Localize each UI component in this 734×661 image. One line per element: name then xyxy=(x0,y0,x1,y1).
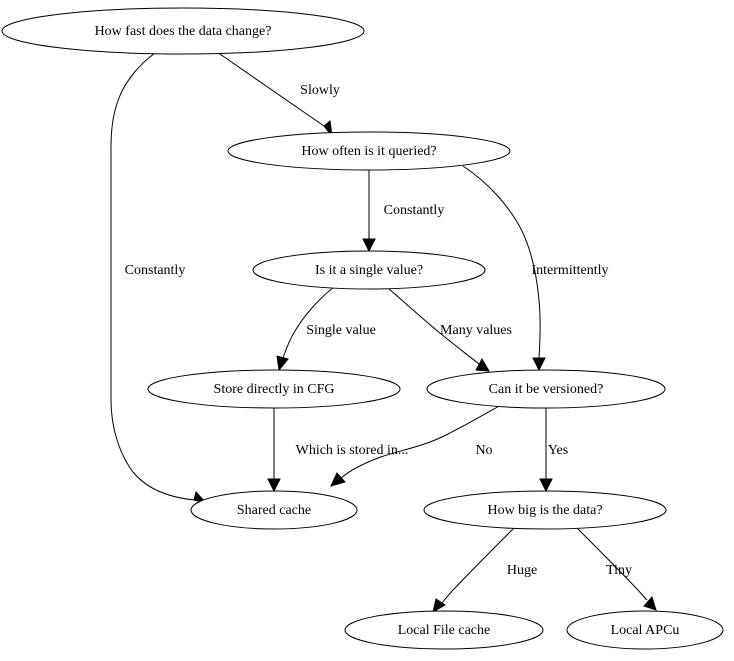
edge-e_many_values xyxy=(387,287,490,372)
edge-e_constantly_mid xyxy=(362,170,376,253)
node-single_value[interactable]: Is it a single value? xyxy=(252,250,486,290)
edge-line xyxy=(441,527,515,604)
edge-line xyxy=(387,287,480,365)
edge-line xyxy=(282,286,335,359)
edge-e_huge xyxy=(432,527,515,614)
nodes-layer: How fast does the data change? How often … xyxy=(1,7,724,650)
arrowhead-icon xyxy=(539,478,553,493)
node-label: Can it be versioned? xyxy=(489,382,604,397)
edge-label: Slowly xyxy=(300,83,340,98)
node-shape[interactable] xyxy=(566,610,724,650)
arrowhead-icon xyxy=(362,238,376,253)
arrowhead-icon xyxy=(643,596,657,611)
node-shape[interactable] xyxy=(1,7,365,55)
node-label: How often is it queried? xyxy=(301,144,436,159)
node-shape[interactable] xyxy=(190,490,358,530)
node-label: Local APCu xyxy=(611,623,680,638)
node-label: Shared cache xyxy=(237,503,311,518)
edge-line xyxy=(216,51,325,127)
edge-e_no xyxy=(330,404,502,487)
edge-e_which_stored xyxy=(267,408,281,493)
edge-label: Huge xyxy=(507,563,537,578)
node-label: How fast does the data change? xyxy=(95,24,272,39)
node-label: Local File cache xyxy=(398,623,491,638)
edge-label: Intermittently xyxy=(532,263,609,278)
arrowhead-icon xyxy=(432,598,446,614)
node-store_cfg[interactable]: Store directly in CFG xyxy=(147,369,401,409)
node-shape[interactable] xyxy=(227,131,511,171)
node-shape[interactable] xyxy=(344,610,544,650)
node-shape[interactable] xyxy=(423,490,667,530)
edge-line xyxy=(340,404,502,479)
node-label: Store directly in CFG xyxy=(214,382,335,397)
edge-label: Single value xyxy=(306,323,376,338)
node-label: How big is the data? xyxy=(487,503,602,518)
edge-label: No xyxy=(475,443,492,458)
edge-line xyxy=(110,52,195,501)
edge-e_tiny xyxy=(576,527,657,611)
arrowhead-icon xyxy=(276,355,289,372)
node-how_fast[interactable]: How fast does the data change? xyxy=(1,7,365,55)
edge-e_single_value xyxy=(276,286,335,372)
edge-label: Constantly xyxy=(125,263,186,278)
edge-e_yes xyxy=(539,408,553,493)
arrowhead-icon xyxy=(532,357,546,372)
node-local_apcu[interactable]: Local APCu xyxy=(566,610,724,650)
node-versioned[interactable]: Can it be versioned? xyxy=(426,369,666,409)
edge-e_intermittently xyxy=(462,165,546,372)
edge-labels-layer: ConstantlySlowlyConstantlyIntermittently… xyxy=(125,83,632,578)
edges-layer xyxy=(110,51,657,614)
arrowhead-icon xyxy=(330,472,346,487)
edge-label: Which is stored in... xyxy=(296,443,409,458)
node-label: Is it a single value? xyxy=(315,263,423,278)
node-how_big[interactable]: How big is the data? xyxy=(423,490,667,530)
edge-line xyxy=(576,527,648,601)
node-shared_cache[interactable]: Shared cache xyxy=(190,490,358,530)
node-how_often[interactable]: How often is it queried? xyxy=(227,131,511,171)
node-shape[interactable] xyxy=(147,369,401,409)
edge-label: Yes xyxy=(548,443,568,458)
edge-label: Tiny xyxy=(606,563,632,578)
edge-label: Many values xyxy=(440,323,512,338)
arrowhead-icon xyxy=(475,357,490,372)
node-shape[interactable] xyxy=(252,250,486,290)
arrowhead-icon xyxy=(267,478,281,493)
edge-line xyxy=(462,165,541,359)
node-shape[interactable] xyxy=(426,369,666,409)
edge-label: Constantly xyxy=(384,203,445,218)
node-local_file[interactable]: Local File cache xyxy=(344,610,544,650)
